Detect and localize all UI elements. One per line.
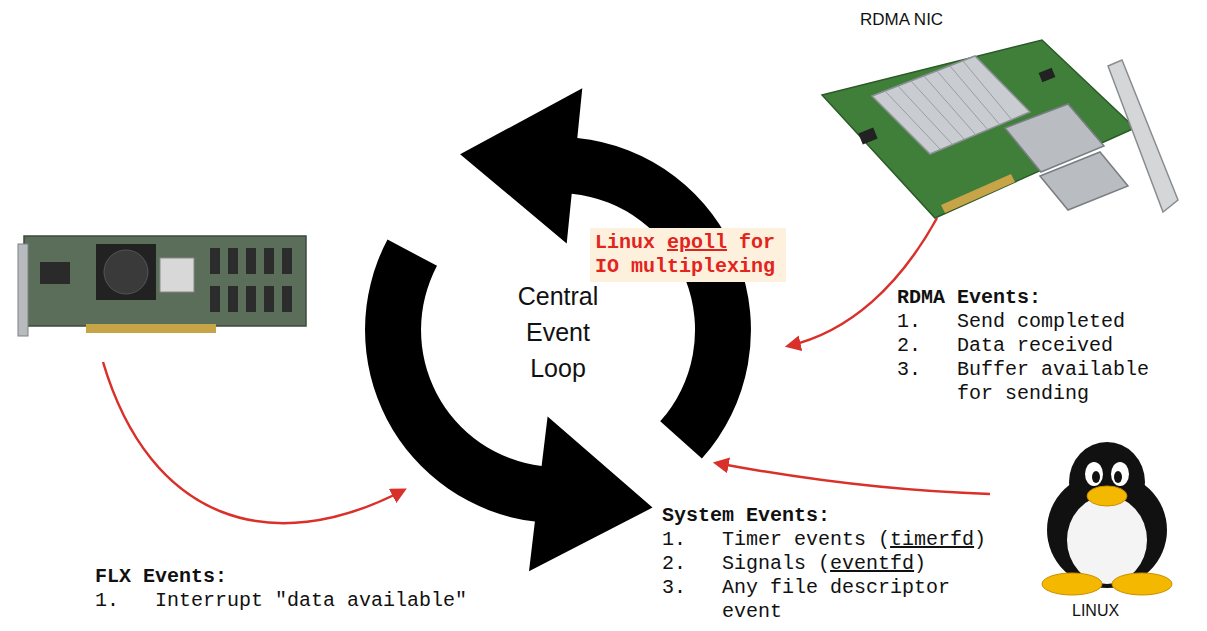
device-caption: RDMA NIC	[860, 10, 943, 30]
item-number: 2.	[897, 334, 945, 358]
flx-card	[18, 236, 306, 336]
list-item: 2. Data received	[897, 334, 1161, 358]
item-number: 1.	[662, 528, 710, 552]
event-arrow	[103, 362, 404, 523]
list-heading: FLX Events:	[95, 565, 479, 589]
list-item: 1. Timer events (timerfd)	[662, 528, 998, 552]
penguin-body	[1047, 472, 1167, 588]
device-label: LINUX	[1072, 602, 1119, 620]
penguin-eye	[1111, 462, 1129, 486]
item-number: 3.	[662, 576, 710, 600]
component	[228, 248, 238, 274]
chip	[40, 262, 70, 284]
component	[282, 248, 292, 274]
list-item: 2. Signals (eventfd)	[662, 552, 998, 576]
cycle-arrow-bottom	[365, 240, 652, 572]
pcb-board	[822, 40, 1135, 218]
component	[264, 248, 274, 274]
event-arrows	[103, 218, 990, 523]
heatsink	[872, 56, 1030, 154]
chip	[160, 258, 194, 292]
rdma-nic-card	[822, 40, 1178, 218]
penguin-belly	[1067, 496, 1147, 584]
component	[228, 286, 238, 312]
penguin-pupil	[1092, 471, 1100, 483]
component	[264, 286, 274, 312]
list-item: 1. Interrupt "data available"	[95, 589, 479, 613]
fin	[963, 61, 1012, 120]
mounting-bracket	[1108, 60, 1178, 212]
event-list: FLX Events:1. Interrupt "data available"	[95, 565, 479, 613]
component	[210, 248, 220, 274]
fin	[911, 81, 964, 139]
component	[210, 286, 220, 312]
fan-housing	[96, 244, 156, 300]
event-list: RDMA Events:1. Send completed2. Data rec…	[897, 286, 1161, 406]
underlined-word: timerfd	[890, 528, 974, 551]
penguin-foot	[1112, 573, 1172, 595]
fin	[924, 76, 976, 135]
underlined-word: eventfd	[830, 552, 914, 575]
item-number: 1.	[95, 589, 143, 613]
list-item: 3. Any file descriptor event	[662, 576, 998, 624]
loop-title: Central Event Loop	[502, 278, 614, 387]
highlight-box: Linux epoll for IO multiplexing	[590, 228, 786, 282]
components	[210, 248, 292, 312]
list-item: 1. Send completed	[897, 310, 1161, 334]
component	[282, 286, 292, 312]
penguin-foot	[1042, 573, 1102, 595]
fin	[885, 91, 940, 149]
gold-fingers	[86, 324, 216, 333]
item-number: 1.	[897, 310, 945, 334]
fan	[104, 250, 148, 294]
chip	[858, 127, 877, 144]
event-arrow	[716, 463, 990, 494]
component	[246, 286, 256, 312]
device-caption: LINUX	[1072, 602, 1119, 620]
event-list: System Events:1. Timer events (timerfd)2…	[662, 504, 998, 624]
pcb-board	[24, 236, 306, 326]
penguin-eye	[1085, 462, 1103, 486]
mounting-bracket	[18, 244, 28, 336]
cycle-arrows	[365, 88, 751, 571]
component	[246, 248, 256, 274]
item-number: 2.	[662, 552, 710, 576]
fin	[898, 86, 952, 144]
list-heading: RDMA Events:	[897, 286, 1161, 310]
port-cage	[1040, 152, 1128, 210]
underlined-word: epoll	[667, 231, 727, 254]
heatsink-fins	[885, 61, 1012, 149]
list-item: 3. Buffer available for sending	[897, 358, 1161, 406]
highlight-text: Linux epoll for IO multiplexing	[595, 231, 781, 279]
device-label: RDMA NIC	[860, 10, 943, 30]
gold-fingers	[941, 174, 1015, 213]
loop-center: Central Event Loop	[502, 278, 614, 387]
penguin-beak	[1087, 486, 1127, 506]
tux-penguin	[1042, 442, 1172, 595]
list-heading: System Events:	[662, 504, 998, 528]
penguin-pupil	[1114, 471, 1122, 483]
chip	[1039, 68, 1056, 83]
item-number: 3.	[897, 358, 945, 382]
fin	[937, 71, 988, 130]
